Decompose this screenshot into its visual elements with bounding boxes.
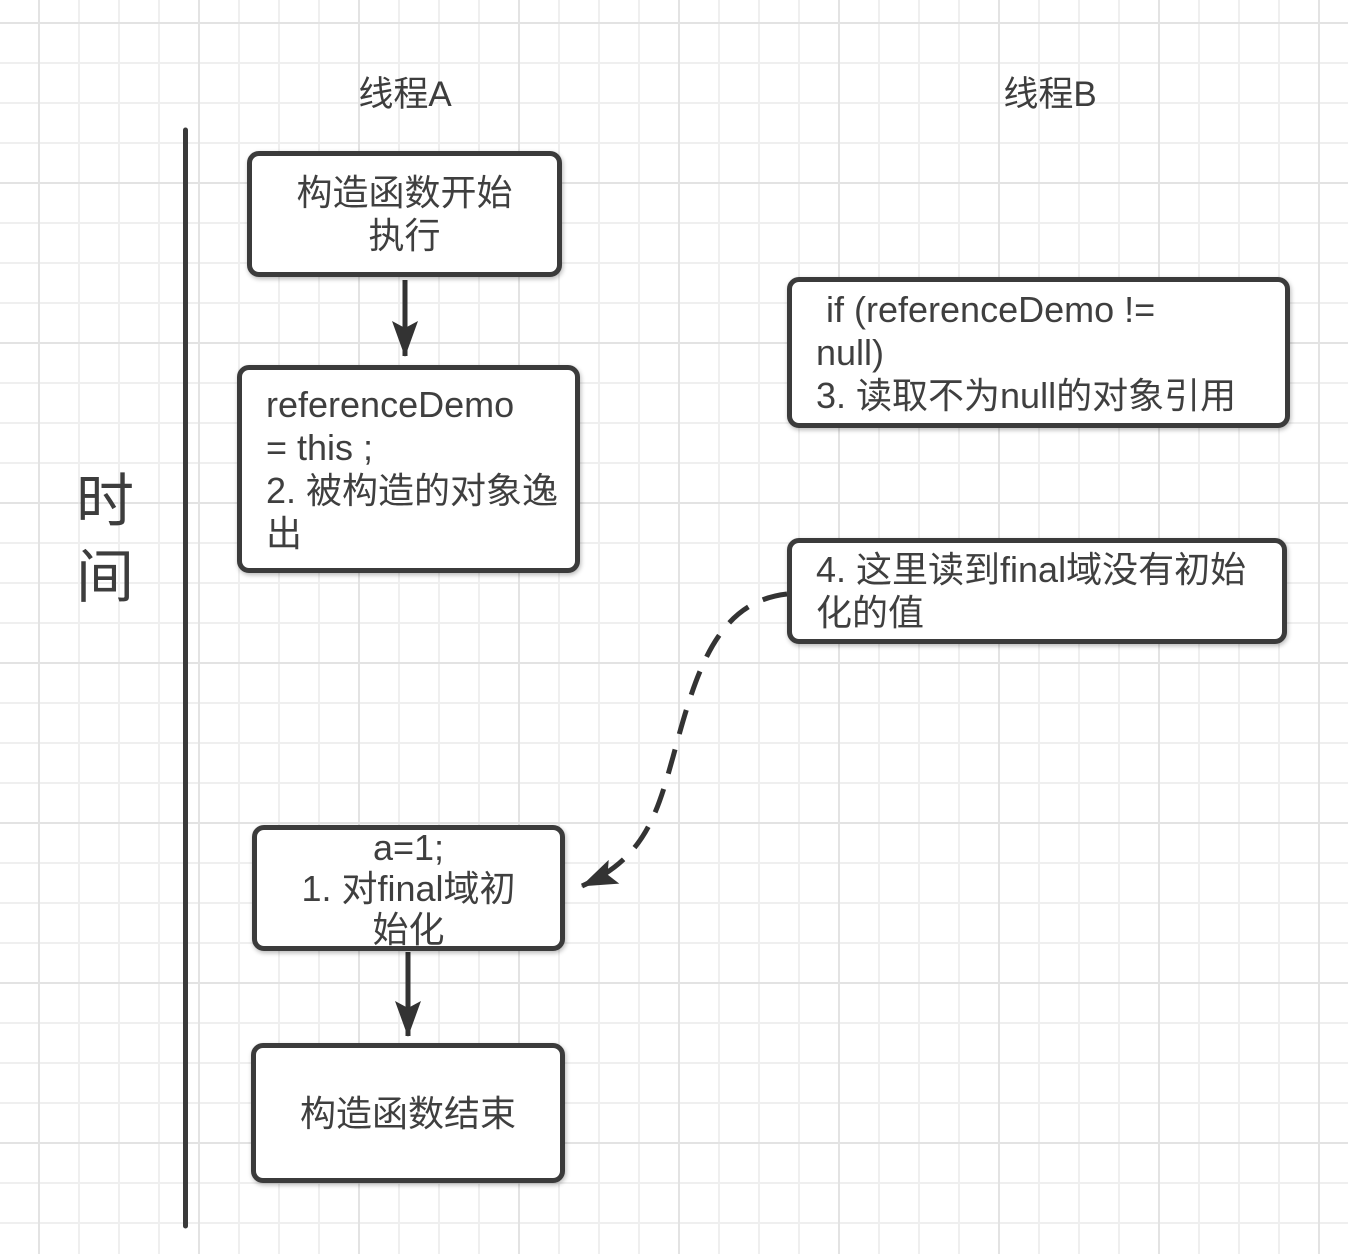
- node-constructor-start: 构造函数开始 执行: [247, 151, 562, 277]
- lane-label-thread-b: 线程B: [1003, 75, 1097, 114]
- node-reference-escape: referenceDemo = this ; 2. 被构造的对象逸 出: [237, 365, 580, 573]
- dashed-arrow-read-uninit-to-final-init: [580, 591, 788, 889]
- node-if-null-check: if (referenceDemo != null) 3. 读取不为null的对…: [787, 277, 1290, 428]
- lane-label-thread-a: 线程A: [358, 75, 452, 114]
- node-constructor-end: 构造函数结束: [251, 1043, 565, 1183]
- node-read-uninitialized-final: 4. 这里读到final域没有初始 化的值: [787, 538, 1287, 644]
- node-final-field-init: a=1; 1. 对final域初 始化: [252, 825, 565, 951]
- time-axis-label: 时 间: [75, 469, 134, 610]
